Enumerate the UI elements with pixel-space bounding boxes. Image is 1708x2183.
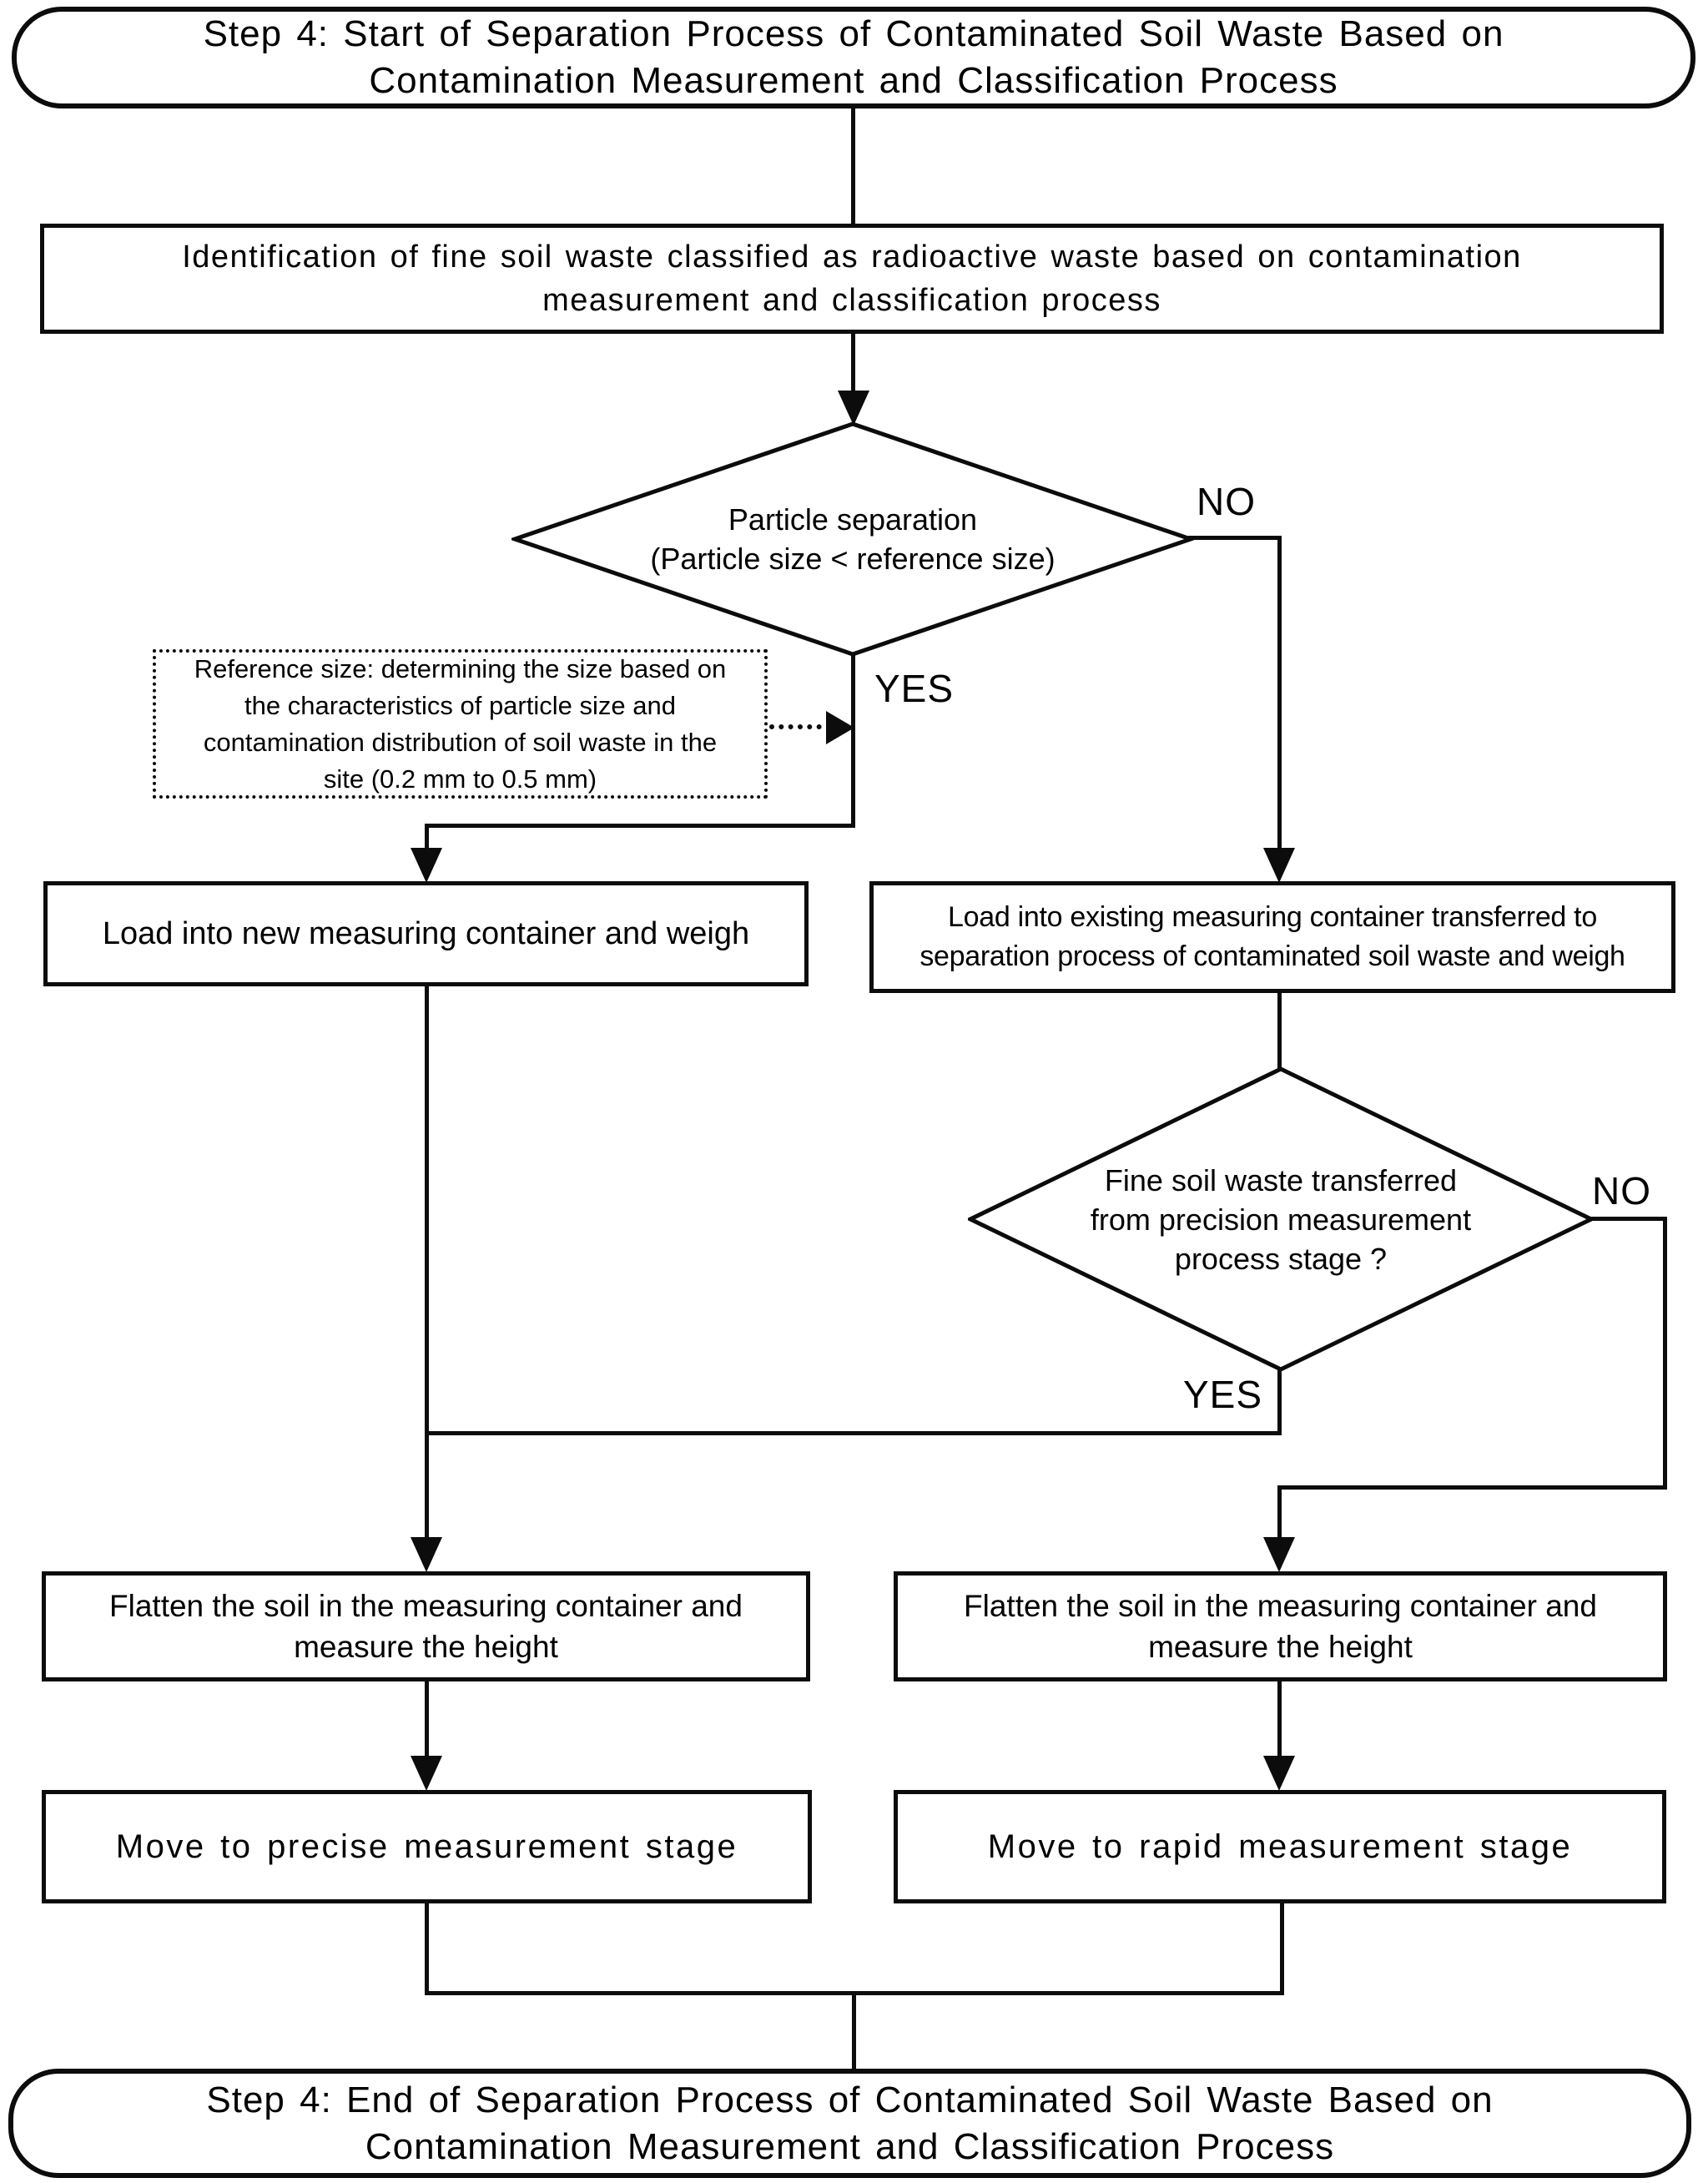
connector-load-new-to-flatten-left [425,985,429,1540]
process-load-existing-text: Load into existing measuring container t… [919,901,1625,972]
edge-particle-no-horizontal [1188,536,1282,540]
process-flatten-left-text: Flatten the soil in the measuring contai… [109,1589,743,1664]
edge-merge-horizontal [425,1991,1284,1995]
connector-flatten-right-to-move-rapid [1277,1680,1282,1758]
note-reference-size-text: Reference size: determining the size bas… [194,653,727,794]
edge-fine-no-vertical [1663,1217,1667,1490]
process-move-precise: Move to precise measurement stage [42,1790,812,1903]
process-move-rapid-text: Move to rapid measurement stage [987,1828,1573,1865]
edge-fine-no-drop [1277,1485,1282,1540]
process-move-rapid: Move to rapid measurement stage [894,1790,1666,1903]
process-load-new-text: Load into new measuring container and we… [102,916,750,951]
process-flatten-right: Flatten the soil in the measuring contai… [894,1571,1667,1681]
diamond-shape [968,1066,1594,1372]
edge-fine-no-return [1277,1485,1667,1490]
connector-start-to-identify [851,107,855,225]
arrowhead-down-icon [1263,1756,1295,1791]
arrowhead-down-icon [411,848,442,883]
process-flatten-left: Flatten the soil in the measuring contai… [42,1571,810,1681]
arrowhead-down-icon [1263,1537,1295,1572]
edge-particle-no-vertical [1277,536,1282,850]
decision-particle-separation: Particle separation(Particle size < refe… [511,421,1194,657]
process-identify-text: Identification of fine soil waste classi… [182,239,1522,318]
process-load-existing: Load into existing measuring container t… [869,881,1675,993]
process-flatten-right-text: Flatten the soil in the measuring contai… [964,1589,1597,1664]
edge-particle-yes-horizontal [425,824,855,828]
process-load-new: Load into new measuring container and we… [43,881,809,986]
edge-move-precise-down [425,1902,429,1995]
process-move-precise-text: Move to precise measurement stage [115,1828,738,1865]
decision-particle-separation-text: Particle separation(Particle size < refe… [650,502,1056,576]
process-identify: Identification of fine soil waste classi… [40,224,1664,334]
terminator-end-text: Step 4: End of Separation Process of Con… [206,2079,1494,2167]
connector-merge-to-end [852,1994,856,2070]
diamond-shape [511,421,1194,657]
terminator-start: Step 4: Start of Separation Process of C… [12,7,1695,108]
edge-label-fine-no: NO [1592,1169,1651,1212]
edge-fine-yes-vertical [1277,1369,1282,1435]
arrowhead-down-icon [411,1756,442,1791]
arrowhead-down-icon [1263,848,1295,883]
terminator-start-text: Step 4: Start of Separation Process of C… [203,13,1504,101]
edge-label-fine-yes: YES [1183,1373,1263,1416]
connector-load-existing-to-fine-decision [1277,991,1282,1070]
edge-label-particle-yes: YES [874,667,955,710]
edge-reference-note-dotted [769,724,831,729]
edge-particle-yes-drop [425,824,429,851]
connector-flatten-left-to-move-precise [425,1680,429,1758]
connector-identify-to-particle-decision [851,332,855,394]
arrowhead-down-icon [838,391,869,426]
edge-move-rapid-down [1280,1902,1284,1995]
edge-fine-no-horizontal [1590,1217,1667,1221]
edge-label-particle-no: NO [1197,480,1256,523]
arrowhead-down-icon [411,1537,442,1572]
note-reference-size: Reference size: determining the size bas… [153,649,768,799]
arrowhead-right-icon [826,711,854,744]
terminator-end: Step 4: End of Separation Process of Con… [8,2069,1691,2178]
edge-fine-yes-horizontal [425,1431,1282,1435]
